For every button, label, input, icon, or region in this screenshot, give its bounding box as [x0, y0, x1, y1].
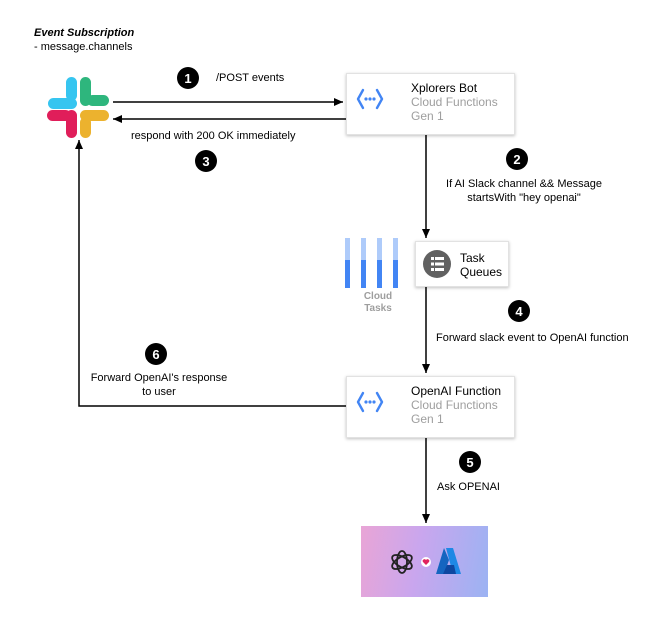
openai-function-name: OpenAI Function: [411, 384, 502, 398]
step-4-label: Forward slack event to OpenAI function: [436, 332, 629, 344]
step-3-badge: 3: [195, 150, 217, 172]
cloud-functions-icon: [356, 391, 384, 413]
cloud-tasks-caption-line2: Tasks: [364, 303, 392, 314]
arrow-openai-function-to-slack: [75, 140, 346, 407]
task-queues-icon: [423, 250, 451, 278]
step-6-label-line1: Forward OpenAI's response: [90, 372, 228, 384]
step-4-badge: 4: [508, 300, 530, 322]
ai-providers-image: [361, 526, 488, 597]
step-2-label-line1: If AI Slack channel && Message: [446, 178, 602, 190]
step-6-label-line2: to user: [142, 386, 176, 398]
step-5-badge: 5: [459, 451, 481, 473]
cloud-tasks-caption: Cloud Tasks: [350, 291, 406, 315]
task-queues-node: Task Queues: [415, 241, 509, 287]
xplorers-bot-gen: Gen 1: [411, 109, 444, 123]
xplorers-bot-service: Cloud Functions: [411, 95, 498, 109]
diagram-title: Event Subscription: [34, 27, 135, 39]
task-queues-label-line1: Task: [460, 251, 485, 265]
azure-logo-icon: [436, 548, 461, 574]
heart-icon: [421, 557, 431, 567]
cloud-functions-icon: [356, 88, 384, 110]
xplorers-bot-name: Xplorers Bot: [411, 81, 478, 95]
step-1-badge: 1: [177, 67, 199, 89]
step-2-label: If AI Slack channel && Message startsWit…: [436, 177, 612, 205]
openai-function-node: OpenAI Function Cloud Functions Gen 1: [346, 376, 515, 438]
task-queues-label-line2: Queues: [460, 265, 503, 279]
diagram-subtitle: - message.channels: [34, 41, 133, 53]
step-6-label: Forward OpenAI's response to user: [86, 371, 232, 399]
openai-function-service: Cloud Functions: [411, 398, 498, 412]
step-1-label: /POST events: [216, 72, 285, 84]
step-5-label: Ask OPENAI: [437, 481, 500, 493]
step-2-label-line2: startsWith "hey openai": [467, 192, 581, 204]
slack-logo-icon: [47, 77, 109, 138]
openai-function-gen: Gen 1: [411, 412, 444, 426]
step-6-badge: 6: [145, 343, 167, 365]
openai-logo-icon: [391, 550, 413, 574]
cloud-tasks-icon: [345, 238, 398, 288]
xplorers-bot-node: Xplorers Bot Cloud Functions Gen 1: [346, 73, 515, 135]
step-3-label: respond with 200 OK immediately: [131, 130, 296, 142]
step-2-badge: 2: [506, 148, 528, 170]
cloud-tasks-caption-line1: Cloud: [363, 291, 393, 302]
